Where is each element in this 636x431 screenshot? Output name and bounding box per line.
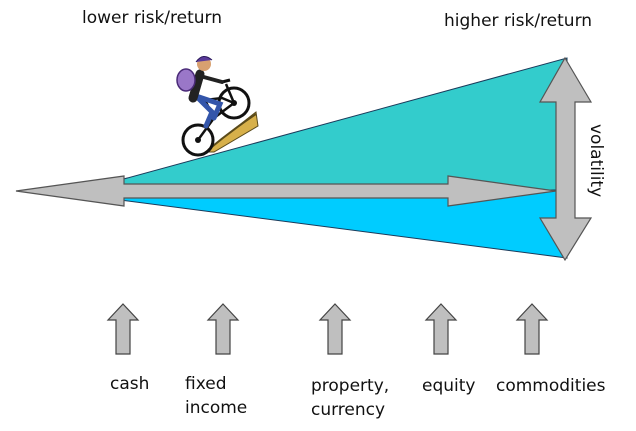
volatility-label: volatility — [586, 124, 606, 198]
asset-label-equity: equity — [422, 376, 476, 396]
equity-arrow — [424, 303, 458, 355]
asset-label-commodities: commodities — [496, 376, 606, 396]
asset-label-fixed-income: fixed income — [185, 374, 248, 418]
cash-arrow — [106, 303, 140, 355]
asset-class-arrows — [106, 303, 549, 355]
asset-label-cash: cash — [110, 374, 150, 394]
higher-risk-title: higher risk/return — [444, 11, 593, 31]
property-currency-arrow — [318, 303, 352, 355]
fixed-income-arrow — [206, 303, 240, 355]
cyclist-illustration — [176, 56, 259, 157]
lower-risk-title: lower risk/return — [82, 8, 223, 28]
commodities-arrow — [515, 303, 549, 355]
lower-risk-wedge — [119, 189, 568, 259]
asset-label-property-currency: property, currency — [311, 376, 390, 420]
volatility-axis-arrow — [538, 56, 593, 262]
